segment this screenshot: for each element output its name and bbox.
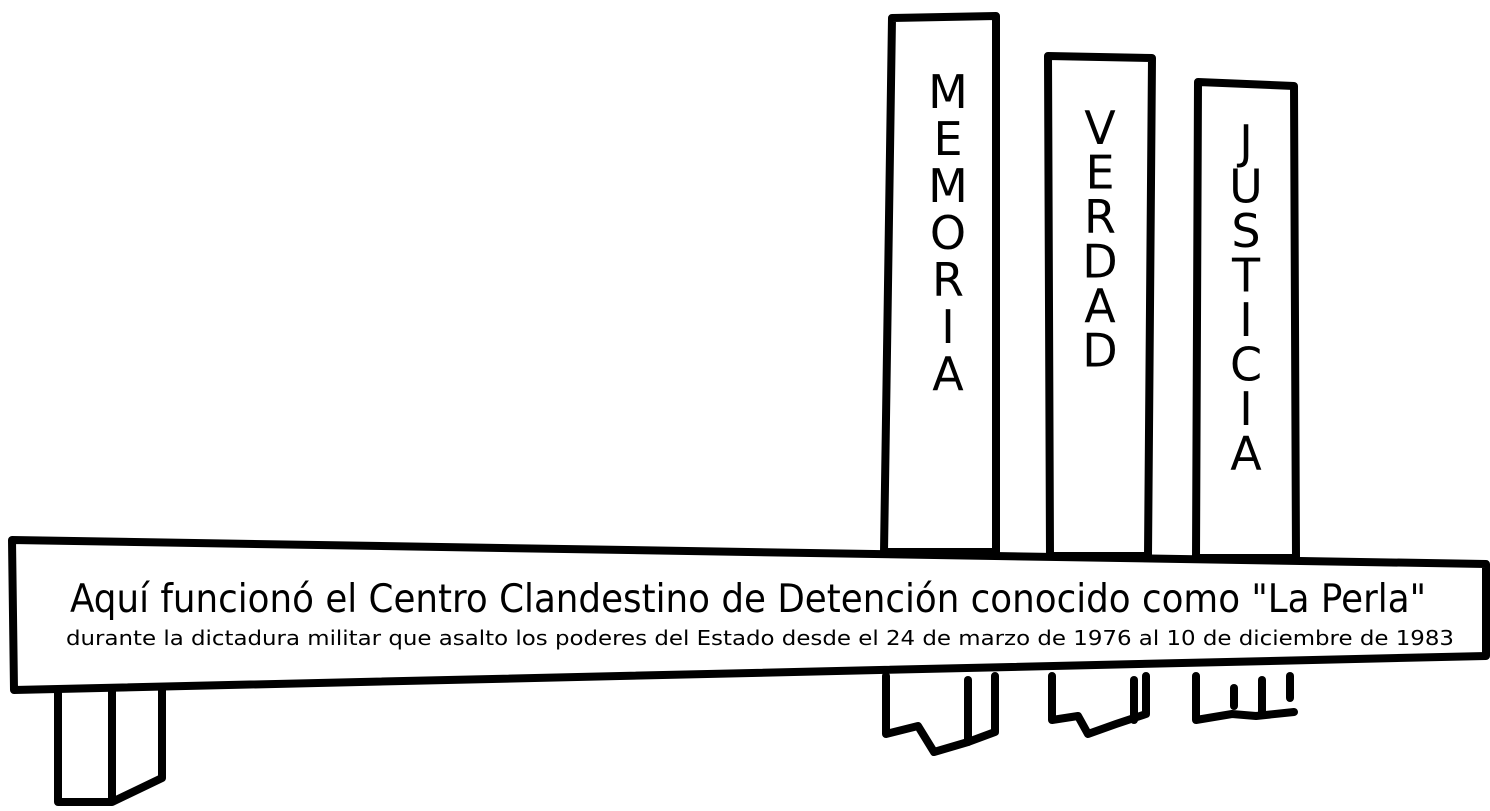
banner-line-1: Aquí funcionó el Centro Clandestino de D… <box>70 577 1426 622</box>
pillar-letter: M <box>928 65 968 119</box>
banner-line-2: durante la dictadura militar que asalto … <box>66 626 1454 650</box>
pillar-bases <box>882 672 1298 756</box>
pillar-letter: O <box>930 206 966 260</box>
pillar-letter: E <box>1085 146 1114 200</box>
pillar-letter: R <box>1084 190 1116 244</box>
banner-support-leg <box>54 682 166 806</box>
banner: Aquí funcionó el Centro Clandestino de D… <box>8 536 1490 694</box>
pillar-letter: E <box>933 112 962 166</box>
pillar-letter: V <box>1084 101 1116 155</box>
pillar-letter: A <box>1230 427 1262 481</box>
pillar-letter: T <box>1231 249 1261 303</box>
pillar-letter: U <box>1229 160 1263 214</box>
pillar-letter: A <box>932 347 964 401</box>
pillar-letter: I <box>941 300 955 354</box>
pillar-letter: J <box>1236 115 1253 169</box>
pillar-letter: I <box>1239 293 1253 347</box>
pillar-letter: A <box>1084 279 1116 333</box>
pillar-letter: M <box>928 159 968 213</box>
pillar-letter: R <box>932 253 964 307</box>
pillar-letter: I <box>1239 382 1253 436</box>
pillar-letter: D <box>1082 324 1117 378</box>
pillar-letter: D <box>1082 235 1117 289</box>
pillar-letter: S <box>1231 204 1260 258</box>
pillar-letter: C <box>1230 338 1262 392</box>
